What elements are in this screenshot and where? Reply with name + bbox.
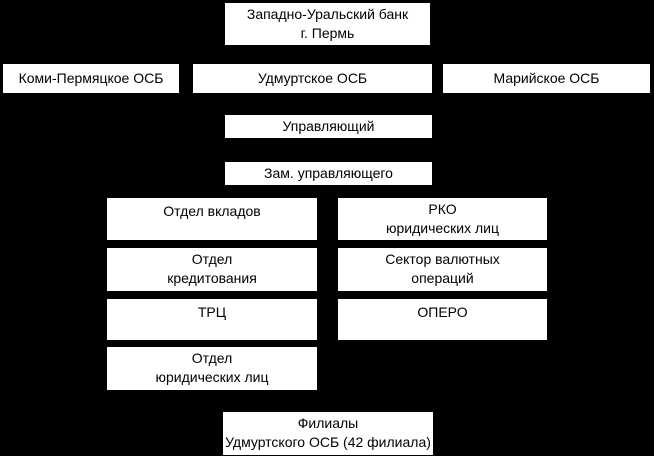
node-branches: Филиалы Удмуртского ОСБ (42 филиала)	[223, 412, 433, 455]
node-label-line: юридических лиц	[155, 369, 269, 385]
node-label-line: РКО	[428, 201, 457, 217]
node-mariyskoe-osb: Марийское ОСБ	[443, 64, 650, 93]
node-deposits-department: Отдел вкладов	[107, 198, 317, 240]
node-label-line: юридических лиц	[385, 220, 500, 236]
node-label-line: Зам. управляющего	[264, 165, 393, 181]
node-opero: ОПЕРО	[338, 299, 547, 340]
node-label-line: операций	[411, 270, 474, 286]
node-label-line: Отдел	[191, 350, 233, 366]
node-label-line: Отдел вкладов	[163, 203, 261, 219]
node-label-line: Удмуртского ОСБ (42 филиала)	[225, 434, 431, 450]
node-deputy-manager: Зам. управляющего	[225, 162, 432, 185]
node-rko-legal-entities: РКО юридических лиц	[338, 198, 547, 240]
node-head-office: Западно-Уральский банк г. Пермь	[225, 3, 430, 45]
node-label-line: Филиалы	[297, 415, 359, 431]
node-label-line: кредитования	[167, 270, 257, 286]
node-manager: Управляющий	[225, 115, 432, 138]
node-label-line: Сектор валютных	[385, 251, 500, 267]
node-udmurtskoe-osb: Удмуртское ОСБ	[193, 64, 432, 93]
node-credit-department: Отдел кредитования	[107, 248, 317, 291]
node-komi-permyatskoe-osb: Коми-Пермяцкое ОСБ	[3, 64, 179, 93]
node-label-line: Западно-Уральский банк	[246, 6, 409, 22]
node-label-line: Марийское ОСБ	[493, 70, 600, 86]
node-currency-operations-sector: Сектор валютных операций	[338, 248, 547, 291]
node-trc: ТРЦ	[107, 299, 317, 340]
node-label-line: Коми-Пермяцкое ОСБ	[18, 70, 164, 86]
node-label-line: Управляющий	[282, 118, 375, 134]
node-label-line: Отдел	[191, 251, 233, 267]
node-label-line: ОПЕРО	[417, 304, 468, 320]
node-label-line: Удмуртское ОСБ	[257, 70, 368, 86]
node-legal-entities-department: Отдел юридических лиц	[107, 347, 317, 390]
node-label-line: ТРЦ	[197, 304, 227, 320]
node-label-line: г. Пермь	[300, 25, 355, 41]
